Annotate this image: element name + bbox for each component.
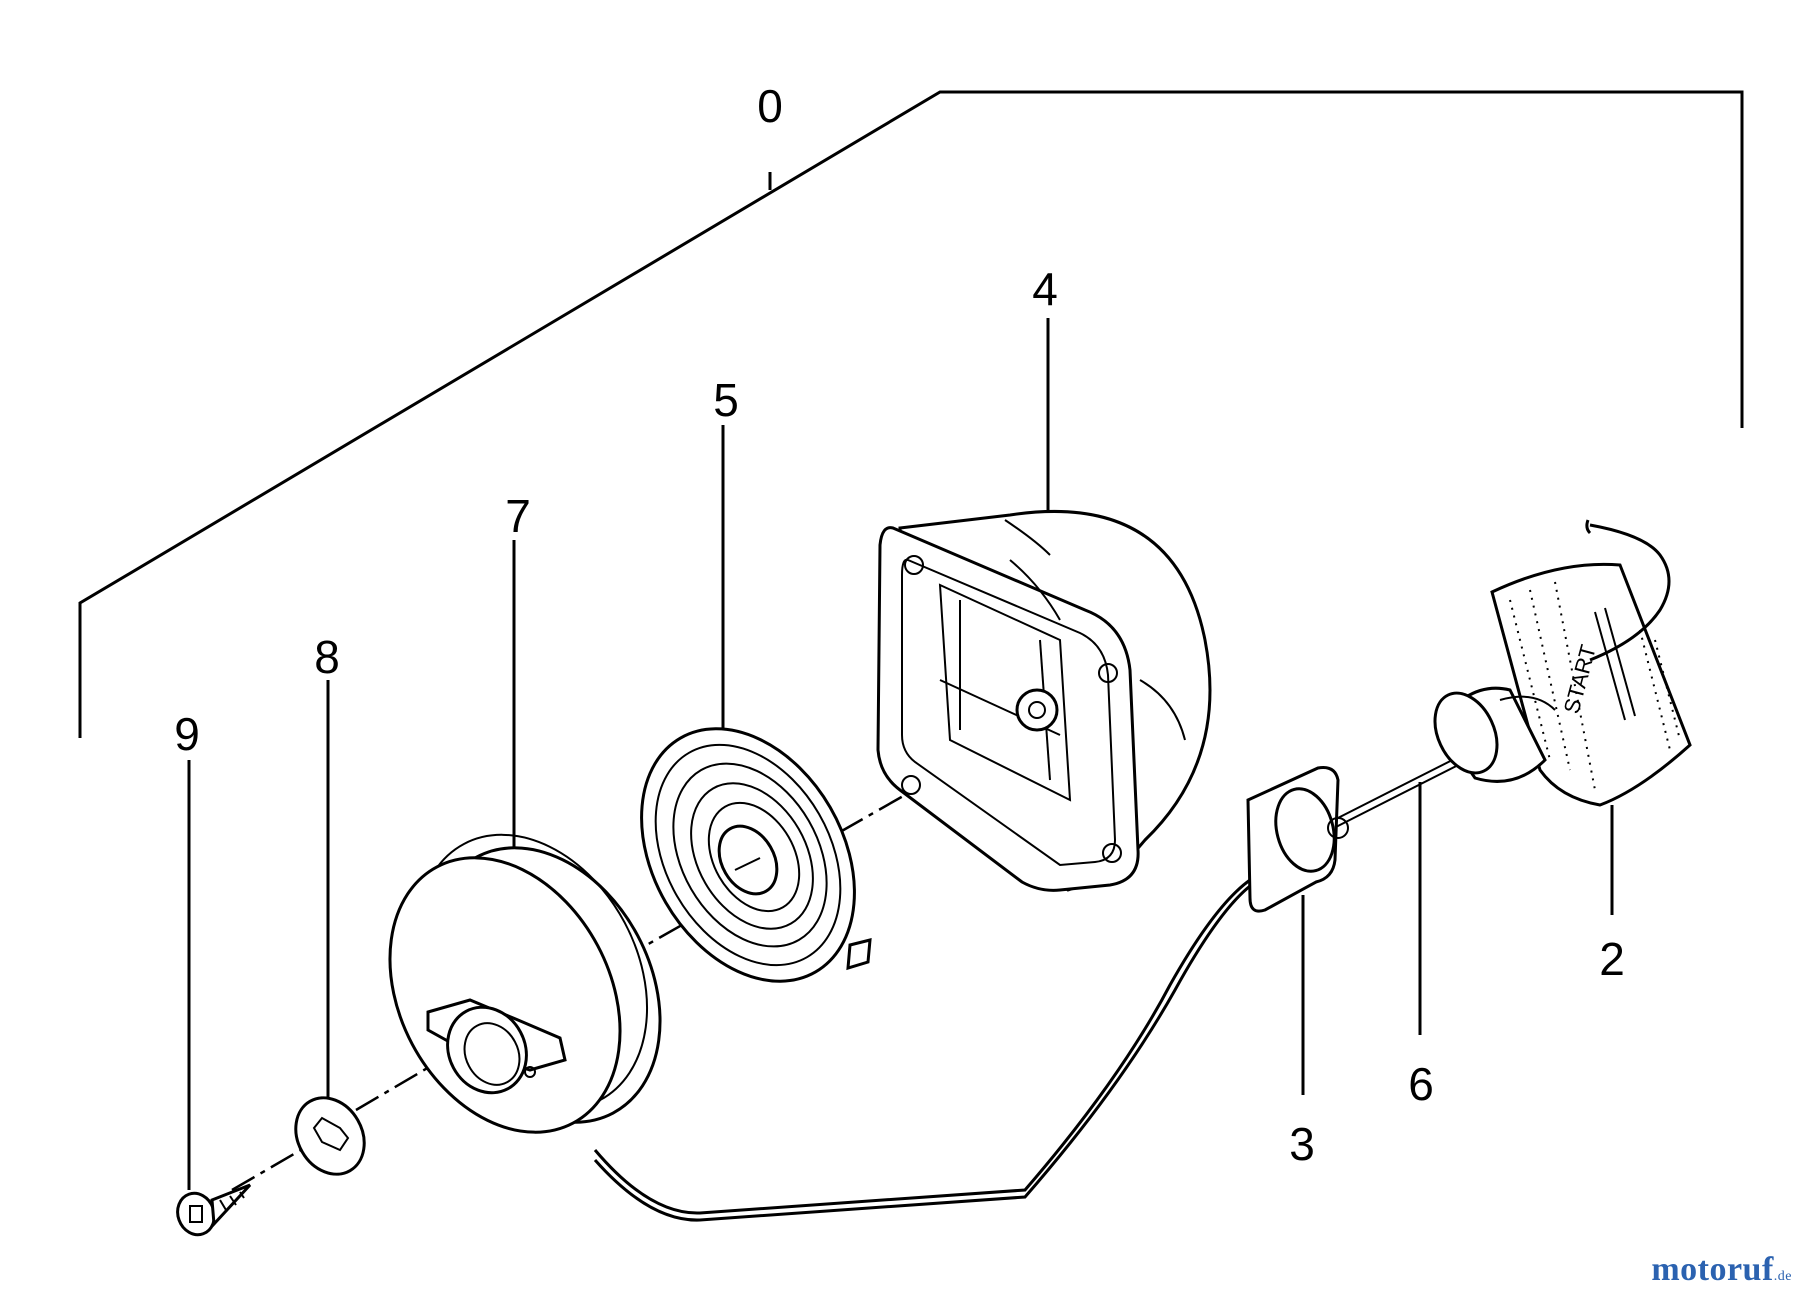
rope-guide-part [1246,766,1349,913]
starter-handle-part: START [1433,519,1692,807]
watermark-suffix: .de [1773,1269,1792,1284]
washer-part [294,1096,366,1176]
part-label-4: 4 [1032,263,1058,315]
part-label-0: 0 [757,80,783,132]
handle-texture [1509,581,1681,791]
part-label-7: 7 [505,490,531,542]
part-label-6: 6 [1408,1058,1434,1110]
part-label-8: 8 [314,631,340,683]
leader-lines [187,172,1614,1190]
assembly-bracket [78,90,1744,738]
site-watermark: motoruf.de [1651,1251,1792,1289]
recoil-spring-part [640,727,872,983]
starter-rope [593,745,1481,1222]
watermark-text: motoruf [1651,1251,1774,1288]
part-label-9: 9 [174,708,200,760]
part-label-5: 5 [713,374,739,426]
rope-pulley-part [388,833,662,1134]
part-label-2: 2 [1599,933,1625,985]
screw-part [176,1183,252,1237]
part-label-3: 3 [1289,1118,1315,1170]
starter-housing-part [876,510,1212,892]
part-labels: 0 4 5 7 8 9 2 6 3 [174,80,1625,1170]
